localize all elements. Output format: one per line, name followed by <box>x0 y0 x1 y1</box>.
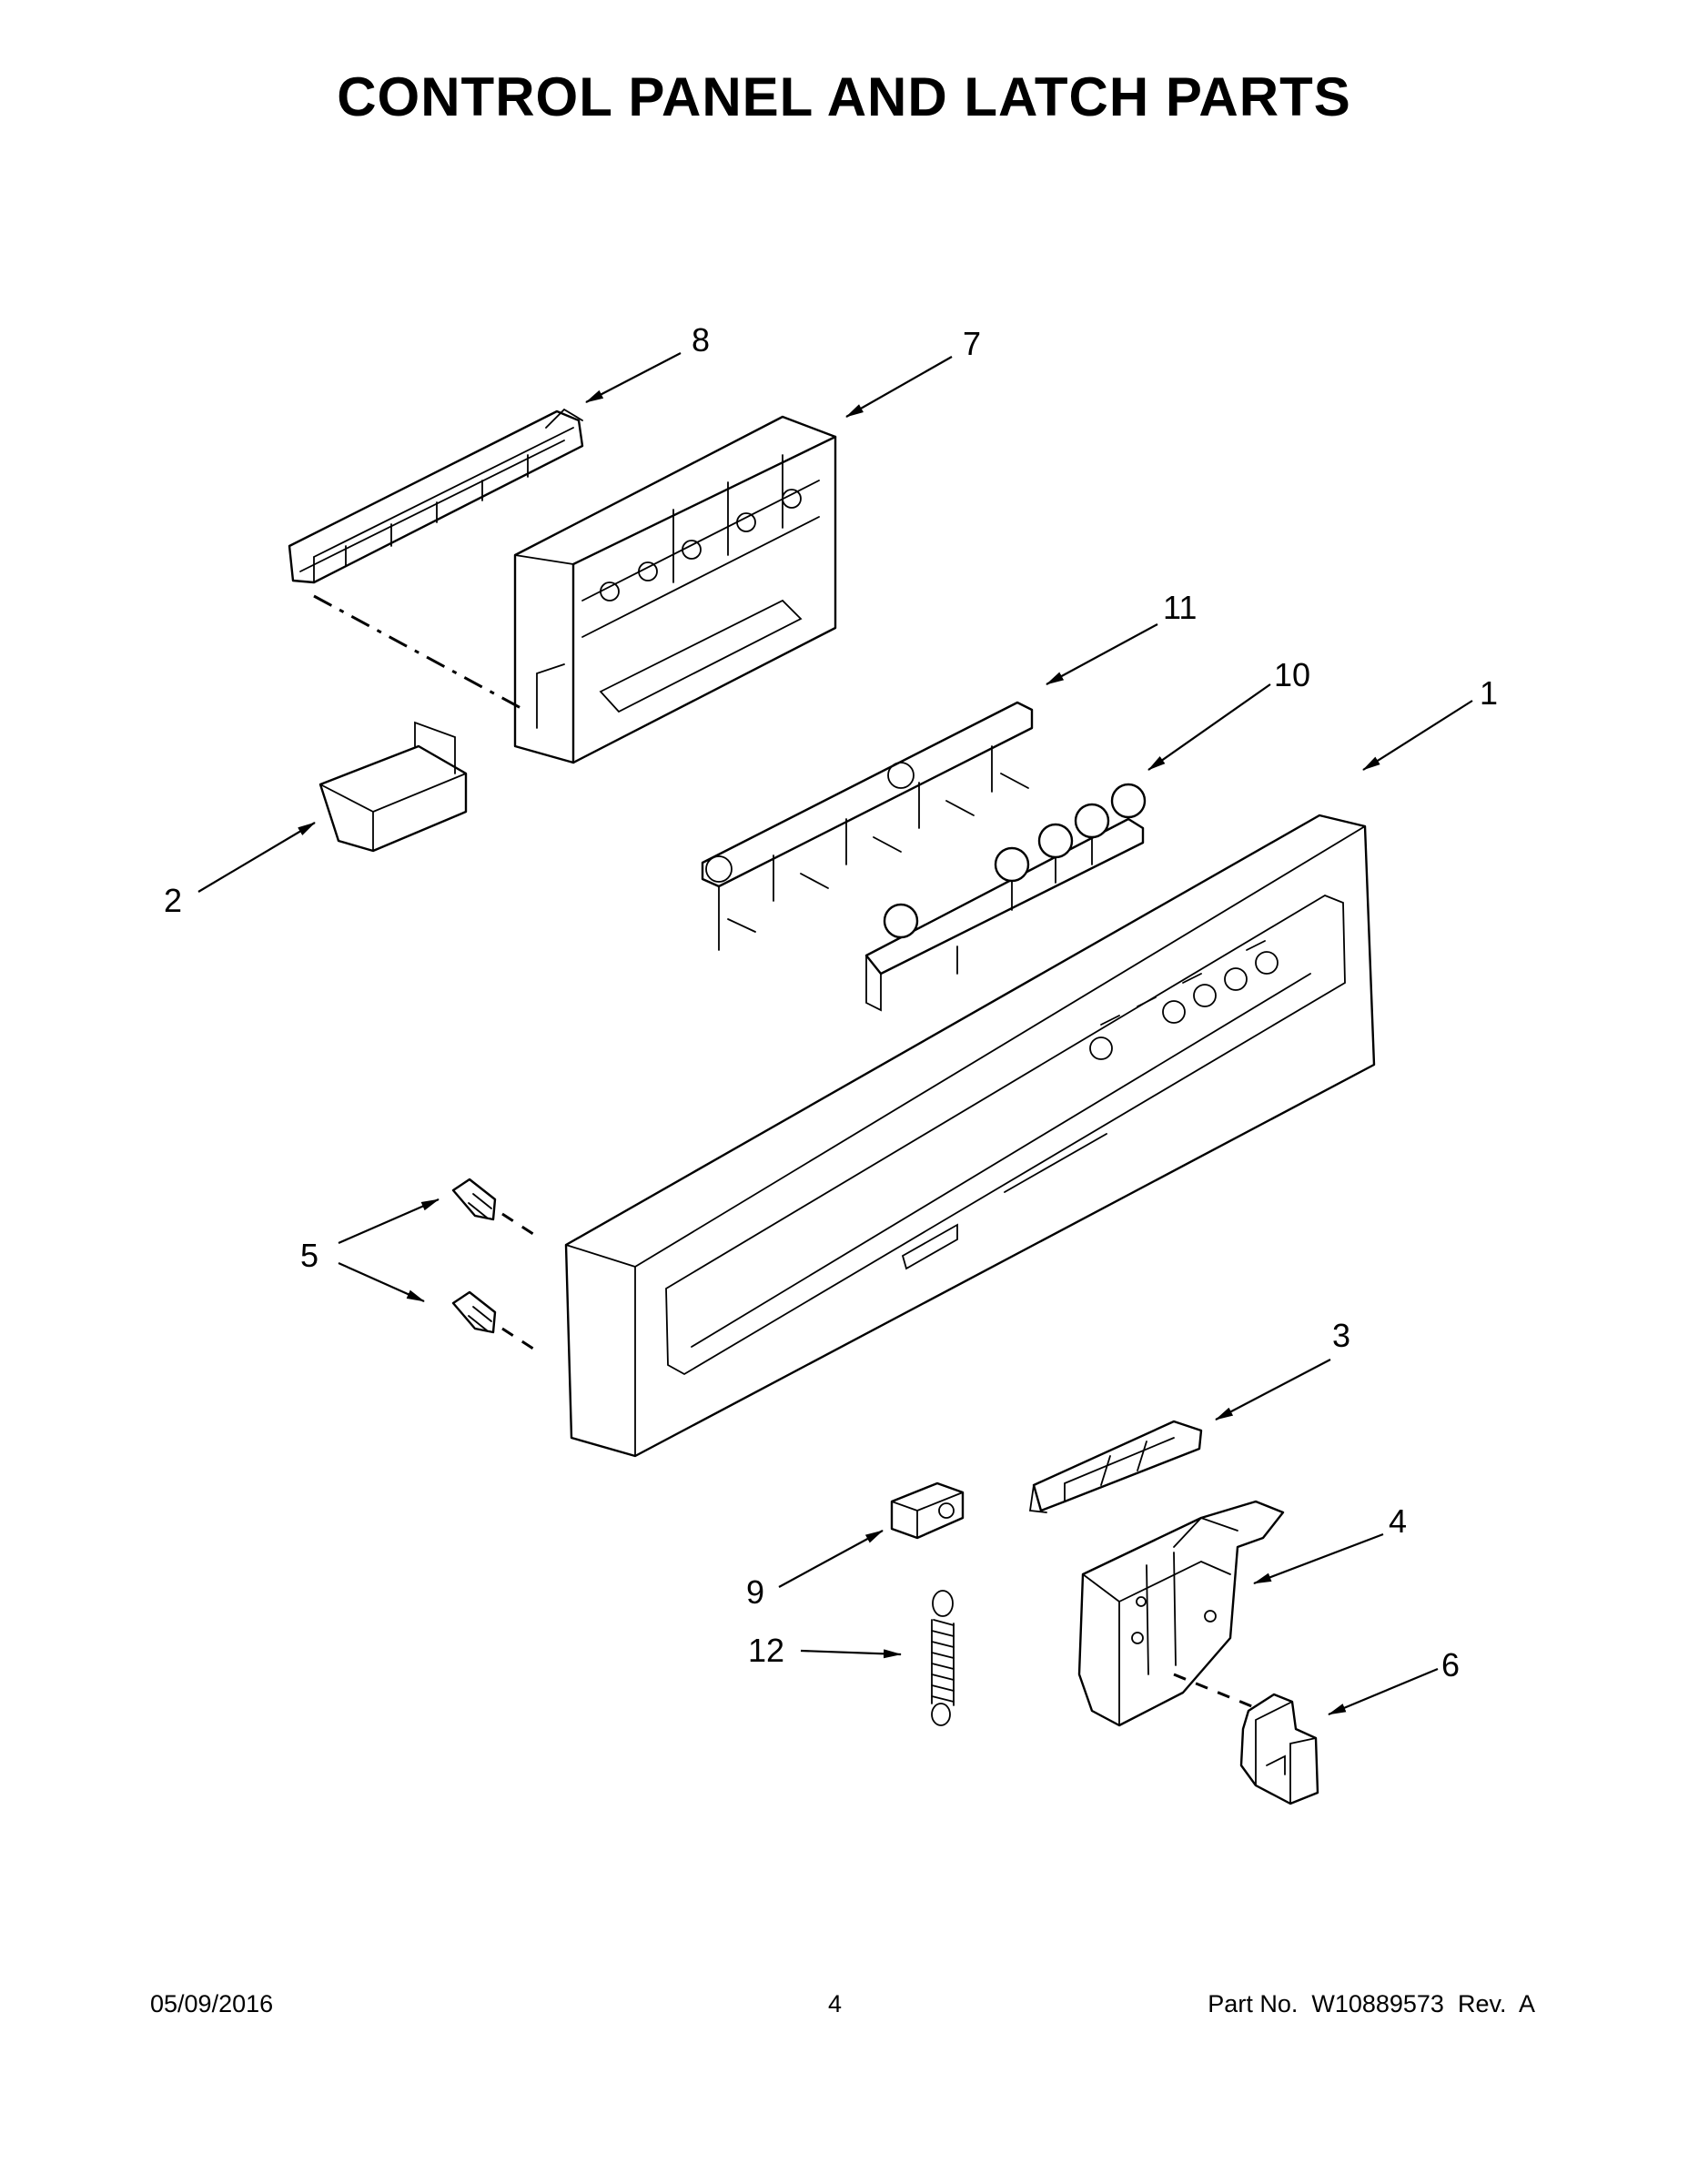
part-2-bracket <box>318 721 468 853</box>
callout-8: 8 <box>692 321 710 359</box>
leader-7 <box>845 356 953 418</box>
part-12-spring <box>931 1590 955 1726</box>
callout-10: 10 <box>1274 656 1310 693</box>
callout-1: 1 <box>1480 674 1498 712</box>
part-7-control-module <box>513 415 837 764</box>
part-5-screws <box>451 1178 497 1334</box>
leader-3 <box>1215 1359 1331 1421</box>
part-6-latch-strike <box>1239 1693 1319 1805</box>
leader-12 <box>800 1649 902 1659</box>
callout-6: 6 <box>1441 1646 1460 1684</box>
callout-9: 9 <box>746 1573 764 1611</box>
screw-line-lower <box>501 1327 540 1354</box>
leader-5-upper <box>338 1198 440 1245</box>
leader-4 <box>1253 1532 1384 1585</box>
assembly-line-4-6 <box>1173 1673 1255 1709</box>
part-9-switch <box>890 1481 965 1540</box>
callout-12: 12 <box>748 1632 784 1669</box>
leader-11 <box>1046 623 1158 685</box>
footer-page-number: 4 <box>828 1990 843 2017</box>
callout-7: 7 <box>963 325 981 362</box>
leader-8 <box>585 352 682 403</box>
page-title: CONTROL PANEL AND LATCH PARTS <box>337 66 1351 127</box>
leader-5-lower <box>338 1261 425 1303</box>
leader-9 <box>778 1530 884 1588</box>
footer-part-number: Part No. W10889573 Rev. A <box>1208 1990 1535 2017</box>
part-4-latch-assembly <box>1077 1500 1285 1727</box>
callout-5: 5 <box>300 1237 318 1274</box>
part-8-bracket <box>288 408 584 584</box>
part-10-buttons <box>864 783 1147 1012</box>
leader-6 <box>1328 1667 1439 1716</box>
part-1-control-panel <box>564 814 1376 1458</box>
part-3-latch-cover <box>1028 1420 1203 1513</box>
screw-line-upper <box>501 1212 540 1239</box>
callout-3: 3 <box>1332 1317 1350 1354</box>
assembly-line-8-7 <box>313 594 525 712</box>
part-11-button-carrier <box>701 701 1034 951</box>
callout-11: 11 <box>1163 589 1197 626</box>
leader-1 <box>1362 700 1473 771</box>
leader-2 <box>197 822 316 893</box>
footer-date: 05/09/2016 <box>150 1990 274 2017</box>
leader-10 <box>1147 683 1271 771</box>
callout-4: 4 <box>1389 1502 1407 1540</box>
callout-2: 2 <box>164 882 182 919</box>
